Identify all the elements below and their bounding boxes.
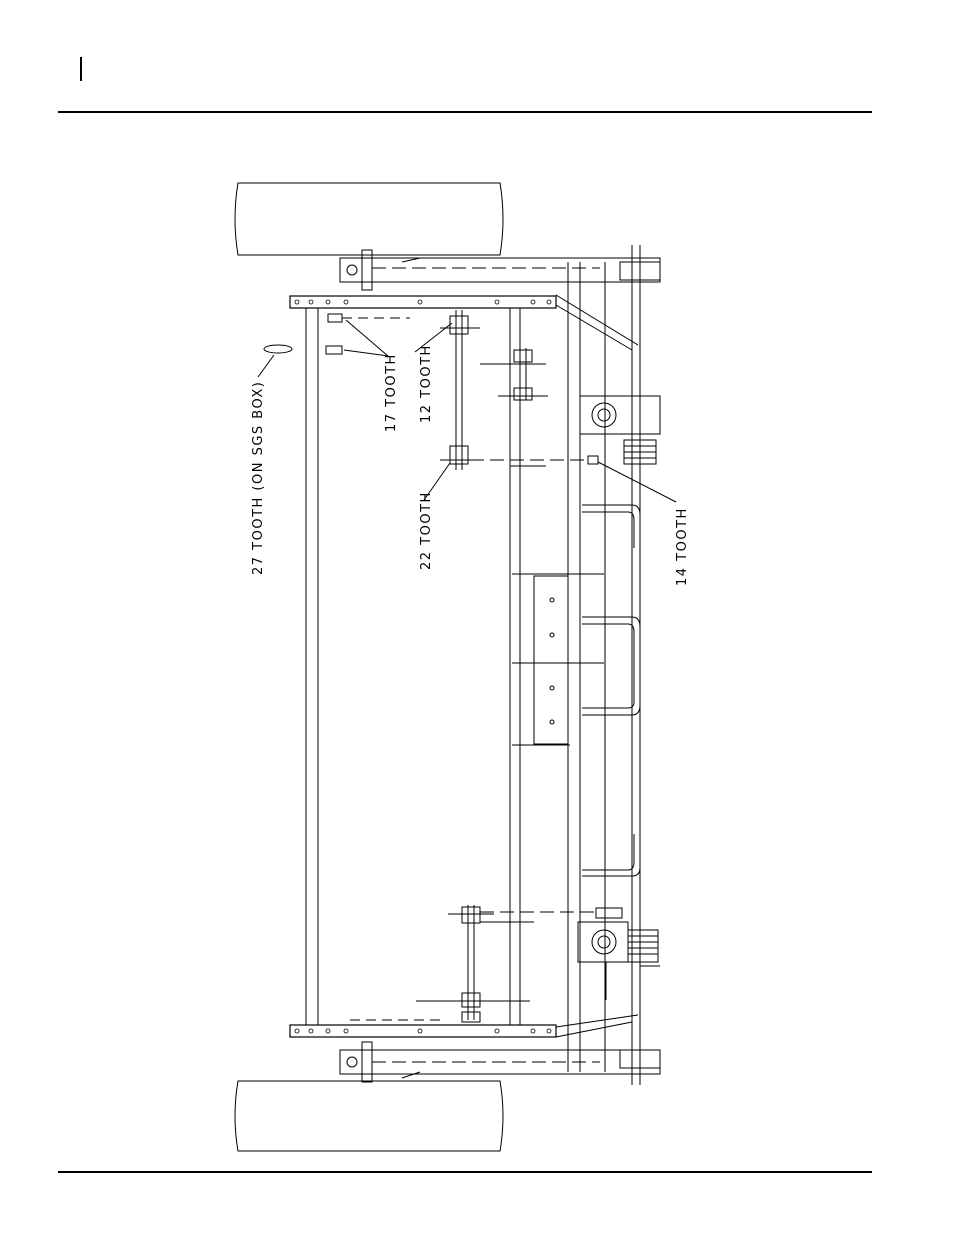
frame bbox=[290, 245, 660, 1085]
top-drive bbox=[264, 310, 660, 470]
label-27-tooth: 27 TOOTH (ON SGS BOX) bbox=[251, 381, 266, 575]
bottom-tire bbox=[235, 1081, 503, 1151]
label-12-tooth: 12 TOOTH bbox=[419, 344, 434, 423]
label-17-tooth: 17 TOOTH bbox=[384, 353, 399, 432]
top-tire bbox=[235, 183, 503, 255]
bottom-drive bbox=[350, 905, 660, 1022]
label-22-tooth: 22 TOOTH bbox=[419, 491, 434, 570]
tongue-mount bbox=[510, 466, 640, 876]
label-14-tooth: 14 TOOTH bbox=[675, 507, 690, 586]
leader-lines bbox=[258, 320, 676, 502]
